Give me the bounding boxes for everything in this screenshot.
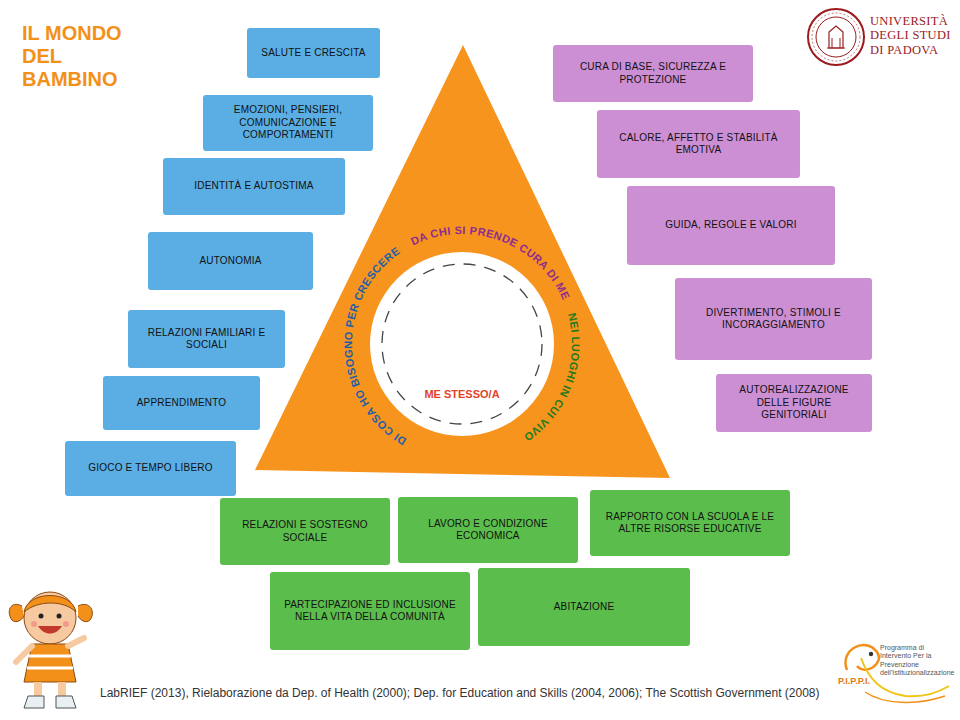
university-seal (805, 6, 867, 68)
box-text-group: RELAZIONI FAMILIARI E SOCIALI (136, 327, 277, 352)
box-text-group: DIVERTIMENTO, STIMOLI E INCORAGGIAMENTO (683, 307, 864, 332)
program-acronym: P.I.P.P.I. (838, 676, 898, 686)
box-text-group: LAVORO E CONDIZIONE ECONOMICA (406, 518, 570, 543)
box-text-group: EMOZIONI, PENSIERI, COMUNICAZIONE E COMP… (211, 104, 365, 142)
blue-need-box: RELAZIONI FAMILIARI E SOCIALI (128, 310, 285, 368)
purple-need-box: AUTOREALIZZAZIONE DELLE FIGURE GENITORIA… (716, 374, 872, 432)
purple-need-box: CURA DI BASE, SICUREZZA E PROTEZIONE (553, 45, 753, 102)
box-text-group: GUIDA, REGOLE E VALORI (665, 219, 796, 232)
dashed-ring (382, 264, 542, 424)
blue-need-box: SALUTE E CRESCITA (247, 28, 380, 78)
box-label: AUTONOMIA (199, 255, 261, 268)
blue-need-box: EMOZIONI, PENSIERI, COMUNICAZIONE E COMP… (203, 95, 373, 151)
box-label: SALUTE E CRESCITA (261, 47, 365, 60)
box-label: ABITAZIONE (554, 601, 615, 614)
purple-need-box: GUIDA, REGOLE E VALORI (627, 186, 835, 265)
green-need-box: RELAZIONI E SOSTEGNO SOCIALE (220, 498, 390, 565)
box-text-group: ABITAZIONE (554, 601, 615, 614)
box-text-group: IDENTITÀ E AUTOSTIMA (194, 180, 313, 193)
blue-need-box: APPRENDIMENTO (103, 376, 260, 430)
box-text-group: APPRENDIMENTO (137, 397, 227, 410)
self-label: ME STESSO/A (370, 388, 554, 400)
blue-need-box: GIOCO E TEMPO LIBERO (65, 441, 236, 496)
green-need-box: RAPPORTO CON LA SCUOLA E LE ALTRE RISORS… (590, 490, 790, 556)
blue-need-box: IDENTITÀ E AUTOSTIMA (163, 158, 345, 215)
box-label: GUIDA, REGOLE E VALORI (665, 219, 796, 232)
self-circle: ME STESSO/A (370, 252, 554, 436)
box-label: DIVERTIMENTO, STIMOLI E INCORAGGIAMENTO (683, 307, 864, 332)
green-need-box: LAVORO E CONDIZIONE ECONOMICA (398, 497, 578, 563)
box-label: LAVORO E CONDIZIONE ECONOMICA (406, 518, 570, 543)
circle-shape (370, 252, 554, 436)
box-text-group: CURA DI BASE, SICUREZZA E PROTEZIONE (561, 61, 745, 86)
box-label: CALORE, AFFETTO E STABILITÀ EMOTIVA (605, 132, 792, 157)
purple-need-box: CALORE, AFFETTO E STABILITÀ EMOTIVA (597, 110, 800, 178)
box-text-group: AUTONOMIA (199, 255, 261, 268)
box-text-group: RAPPORTO CON LA SCUOLA E LE ALTRE RISORS… (598, 511, 782, 536)
source-caption: LabRIEF (2013), Rielaborazione da Dep. o… (100, 686, 860, 700)
blue-need-box: AUTONOMIA (148, 232, 313, 290)
box-label: RAPPORTO CON LA SCUOLA E LE ALTRE RISORS… (598, 511, 782, 536)
box-text-group: AUTOREALIZZAZIONE DELLE FIGURE GENITORIA… (724, 384, 864, 422)
box-text-group: SALUTE E CRESCITA (261, 47, 365, 60)
purple-need-box: DIVERTIMENTO, STIMOLI E INCORAGGIAMENTO (675, 278, 872, 360)
box-text-group: GIOCO E TEMPO LIBERO (88, 462, 212, 475)
box-label: RELAZIONI E SOSTEGNO SOCIALE (228, 519, 382, 544)
box-text-group: RELAZIONI E SOSTEGNO SOCIALE (228, 519, 382, 544)
box-label: RELAZIONI FAMILIARI E SOCIALI (136, 327, 277, 352)
box-label: APPRENDIMENTO (137, 397, 227, 410)
green-need-box: PARTECIPAZIONE ED INCLUSIONE NELLA VITA … (270, 572, 470, 650)
box-text-group: PARTECIPAZIONE ED INCLUSIONE NELLA VITA … (278, 599, 462, 624)
box-label: GIOCO E TEMPO LIBERO (88, 462, 212, 475)
box-label: CURA DI BASE, SICUREZZA E PROTEZIONE (561, 61, 745, 86)
program-name: Programma di Intervento Per la Prevenzio… (880, 644, 956, 678)
box-label: AUTOREALIZZAZIONE DELLE FIGURE GENITORIA… (724, 384, 864, 422)
green-need-box: ABITAZIONE (478, 568, 690, 646)
circle-fill (370, 252, 554, 436)
box-text-group: CALORE, AFFETTO E STABILITÀ EMOTIVA (605, 132, 792, 157)
box-label: EMOZIONI, PENSIERI, COMUNICAZIONE E COMP… (211, 104, 365, 142)
diagram-title: IL MONDO DEL BAMBINO (22, 22, 162, 91)
box-label: PARTECIPAZIONE ED INCLUSIONE NELLA VITA … (278, 599, 462, 624)
university-name: UNIVERSITÀ DEGLI STUDI DI PADOVA (870, 14, 954, 57)
box-label: IDENTITÀ E AUTOSTIMA (194, 180, 313, 193)
child-illustration (4, 582, 100, 714)
